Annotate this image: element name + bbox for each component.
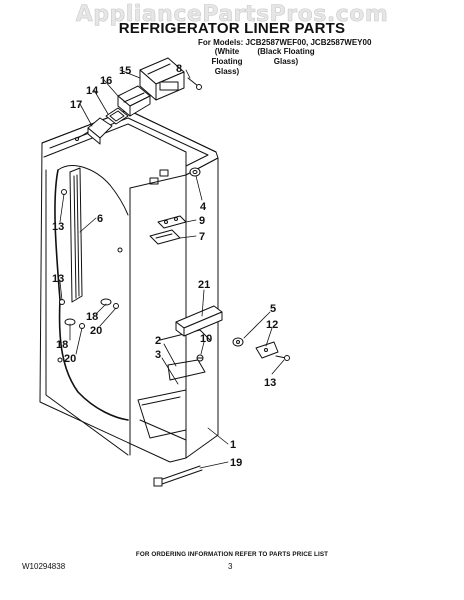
part-14-gasket: [105, 107, 129, 125]
variant-black-line2: Glass): [273, 57, 299, 66]
callout-1: 1: [230, 439, 236, 451]
part-10-screw: [196, 354, 204, 362]
part-18-clip-upper: [100, 298, 112, 306]
callout-labels: 15 8 16 14 17 6 13 4 9 7 13 18 20 18 20 …: [52, 63, 278, 469]
callout-20-lower: 20: [64, 353, 76, 365]
callout-9: 9: [199, 215, 205, 227]
callout-2: 2: [155, 335, 161, 347]
callout-16: 16: [100, 75, 112, 87]
callout-6: 6: [97, 213, 103, 225]
callout-7: 7: [199, 231, 205, 243]
leader-lines: [59, 69, 285, 469]
callout-20-upper: 20: [90, 325, 102, 337]
callout-13-right: 13: [264, 377, 276, 389]
callout-15: 15: [119, 65, 131, 77]
callout-14: 14: [86, 85, 99, 97]
part-13-screw-right: [275, 355, 290, 361]
callout-3: 3: [155, 349, 161, 361]
variant-black-line1: (Black Floating: [257, 47, 315, 56]
callout-21: 21: [198, 279, 210, 291]
part-8-screw: [187, 77, 202, 90]
part-12-hinge: [255, 341, 279, 359]
part-6-vertical-track: [69, 167, 83, 303]
callout-10: 10: [200, 333, 212, 345]
callout-13-left-upper: 13: [52, 221, 64, 233]
callout-18-lower: 18: [56, 339, 68, 351]
callout-19: 19: [230, 457, 242, 469]
part-16-module: [117, 85, 151, 117]
models-line: For Models: JCB2587WEF00, JCB2587WEY00: [198, 38, 372, 47]
callout-17: 17: [70, 99, 82, 111]
ordering-note: FOR ORDERING INFORMATION REFER TO PARTS …: [135, 551, 329, 558]
callout-13-left-lower: 13: [52, 273, 64, 285]
watermark: AppliancePartsPros.com: [75, 2, 389, 28]
page-title: REFRIGERATOR LINER PARTS: [118, 20, 346, 37]
part-4-plug: [189, 167, 201, 177]
callout-12: 12: [266, 319, 278, 331]
part-17-light-housing: [75, 117, 113, 145]
variant-white: (White Floating Glass): [201, 47, 253, 77]
part-19-drain-tube: [153, 465, 203, 487]
callout-4: 4: [200, 201, 207, 213]
callout-18-upper: 18: [86, 311, 98, 323]
document-number: W10294838: [22, 562, 66, 571]
variant-white-line1: (White Floating: [211, 47, 243, 66]
liner-body: [39, 109, 219, 463]
variant-black: (Black Floating Glass): [257, 47, 315, 67]
callout-5: 5: [270, 303, 276, 315]
callout-8: 8: [176, 63, 182, 75]
part-21-rail: [175, 305, 223, 337]
variant-white-line2: Glass): [214, 67, 240, 76]
part-5-bracket: [232, 337, 244, 347]
part-15-control-housing: [139, 57, 185, 101]
page-number: 3: [228, 562, 233, 571]
